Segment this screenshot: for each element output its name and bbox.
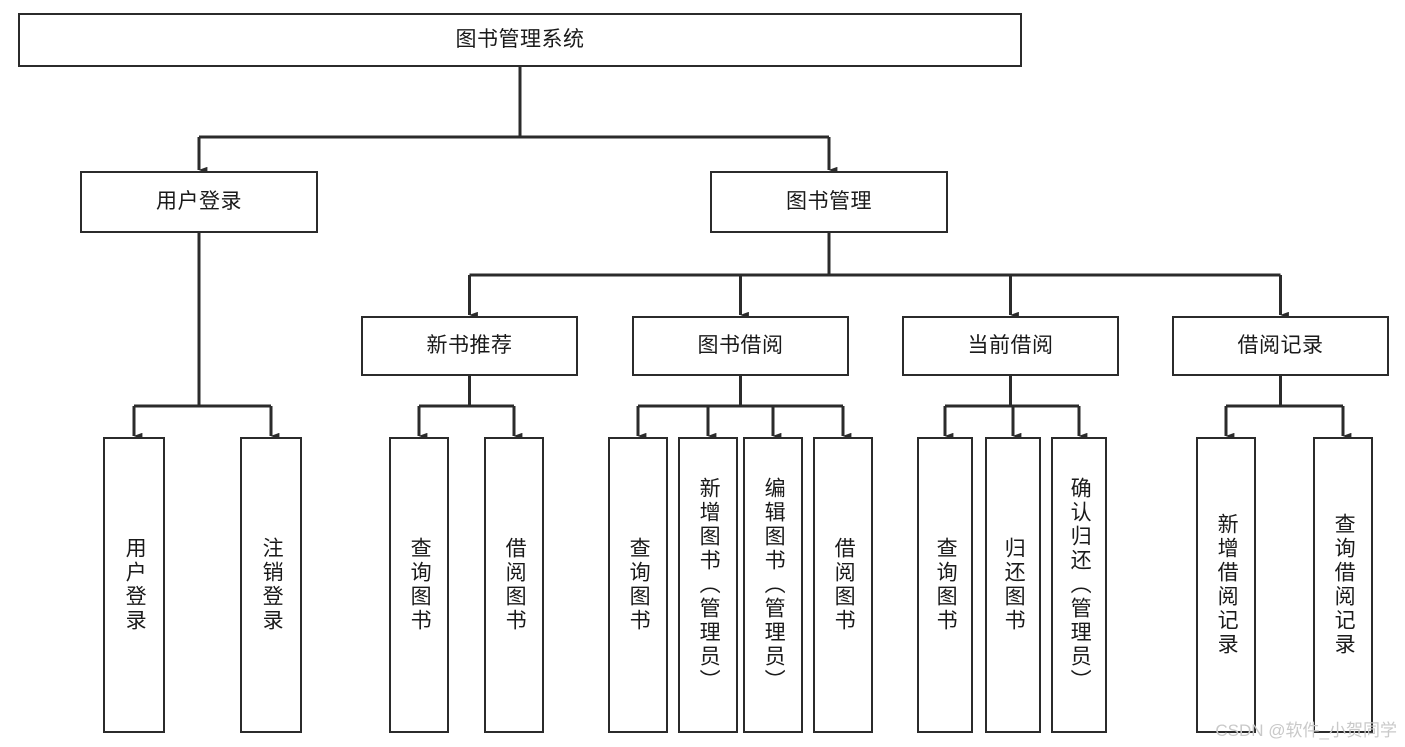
node-label-leaf_12: 查询借阅记录 — [1332, 513, 1356, 657]
node-leaf_12[interactable]: 查询借阅记录 — [1313, 437, 1373, 733]
node-l2_1[interactable]: 图书管理 — [710, 171, 948, 233]
node-label-l3_2: 当前借阅 — [967, 333, 1054, 357]
node-label-leaf_10: 确认归还（管理员） — [1068, 477, 1092, 693]
node-leaf_1[interactable]: 注销登录 — [240, 437, 302, 733]
node-leaf_10[interactable]: 确认归还（管理员） — [1051, 437, 1107, 733]
node-label-leaf_1: 注销登录 — [260, 537, 284, 633]
node-label-leaf_9: 归还图书 — [1002, 537, 1026, 633]
node-label-leaf_5: 新增图书（管理员） — [697, 477, 721, 693]
node-label-l3_3: 借阅记录 — [1237, 333, 1324, 357]
node-label-l2_1: 图书管理 — [786, 189, 872, 213]
node-leaf_9[interactable]: 归还图书 — [985, 437, 1041, 733]
node-l3_1[interactable]: 图书借阅 — [632, 316, 849, 376]
node-leaf_2[interactable]: 查询图书 — [389, 437, 449, 733]
node-label-l3_1: 图书借阅 — [697, 333, 784, 357]
node-leaf_6[interactable]: 编辑图书（管理员） — [743, 437, 803, 733]
node-label-leaf_11: 新增借阅记录 — [1215, 513, 1239, 657]
node-label-l3_0: 新书推荐 — [426, 333, 513, 357]
edge-group — [132, 67, 1352, 440]
node-label-root: 图书管理系统 — [455, 27, 585, 51]
node-leaf_3[interactable]: 借阅图书 — [484, 437, 544, 733]
node-label-leaf_6: 编辑图书（管理员） — [762, 477, 786, 693]
node-leaf_4[interactable]: 查询图书 — [608, 437, 668, 733]
node-l3_3[interactable]: 借阅记录 — [1172, 316, 1389, 376]
node-leaf_11[interactable]: 新增借阅记录 — [1196, 437, 1256, 733]
node-root[interactable]: 图书管理系统 — [18, 13, 1022, 67]
node-label-leaf_7: 借阅图书 — [832, 537, 856, 633]
node-leaf_8[interactable]: 查询图书 — [917, 437, 973, 733]
node-leaf_0[interactable]: 用户登录 — [103, 437, 165, 733]
node-l3_2[interactable]: 当前借阅 — [902, 316, 1119, 376]
node-leaf_7[interactable]: 借阅图书 — [813, 437, 873, 733]
node-l2_0[interactable]: 用户登录 — [80, 171, 318, 233]
node-l3_0[interactable]: 新书推荐 — [361, 316, 578, 376]
node-label-leaf_3: 借阅图书 — [503, 537, 527, 633]
node-label-leaf_8: 查询图书 — [934, 537, 958, 633]
node-leaf_5[interactable]: 新增图书（管理员） — [678, 437, 738, 733]
node-label-leaf_2: 查询图书 — [408, 537, 432, 633]
node-label-l2_0: 用户登录 — [156, 189, 242, 213]
node-label-leaf_4: 查询图书 — [627, 537, 651, 633]
node-label-leaf_0: 用户登录 — [123, 537, 147, 633]
